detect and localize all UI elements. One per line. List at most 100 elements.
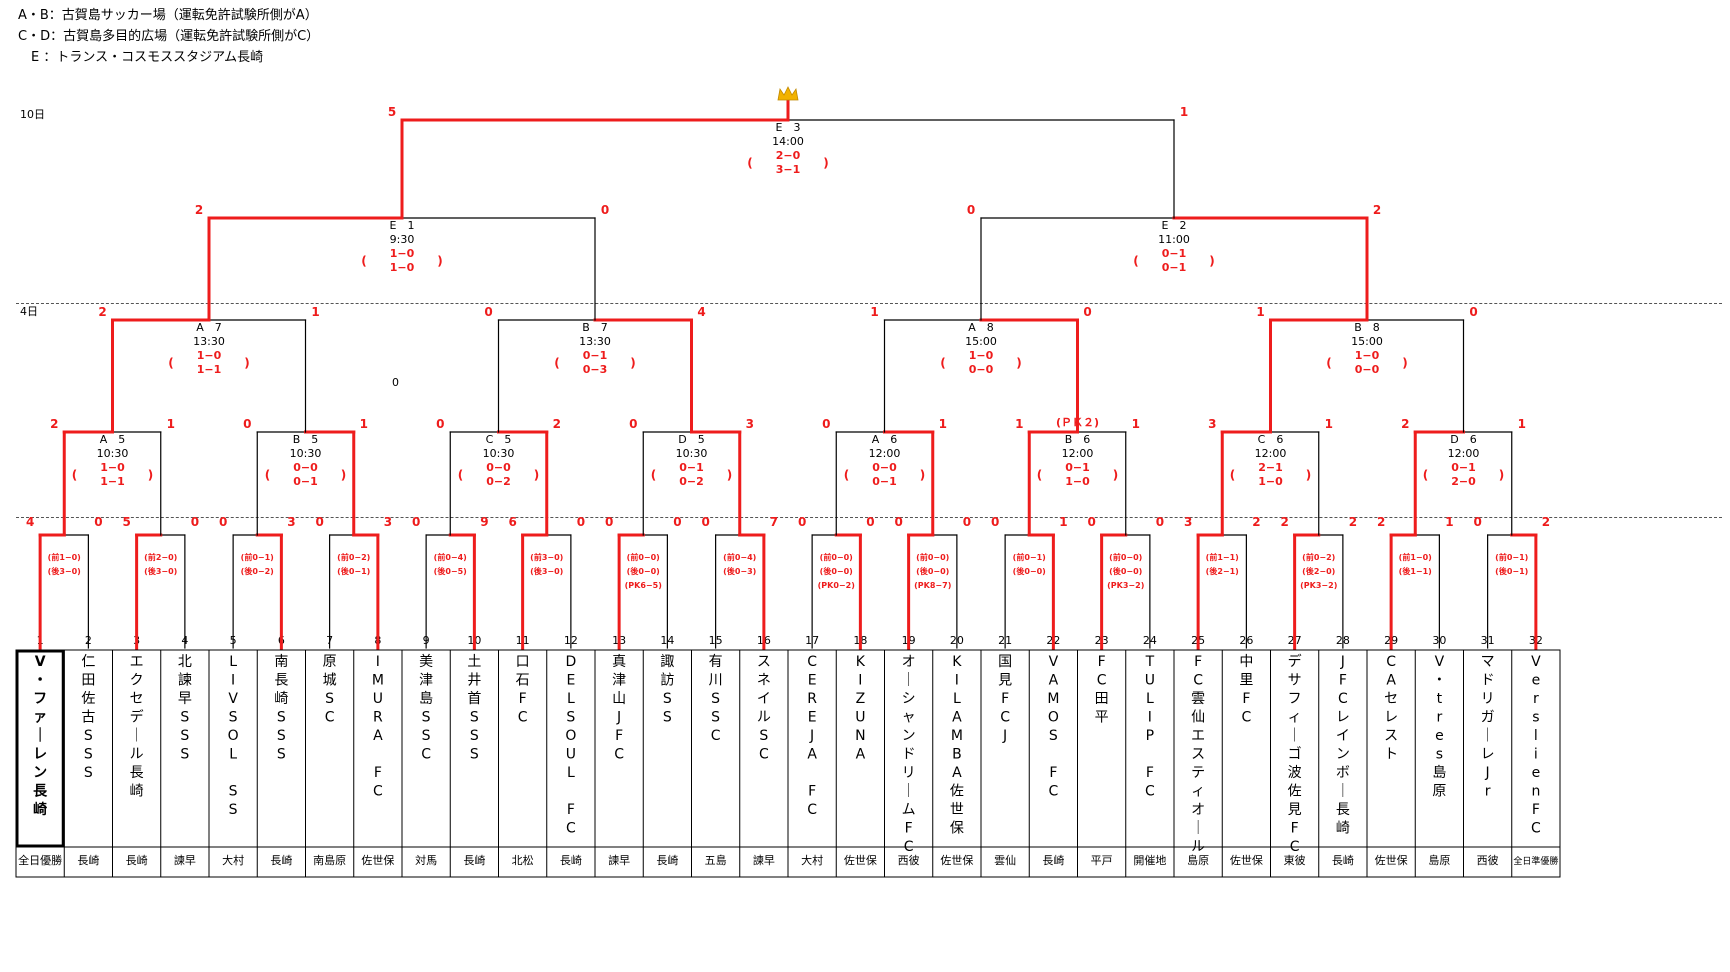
paren-open: ( — [651, 468, 656, 482]
team-name-char: J — [616, 710, 621, 726]
team-name-char: A — [1386, 673, 1396, 689]
match-venue: A 8 — [968, 321, 994, 334]
team-name-char: T — [1145, 654, 1155, 670]
team-name-char: 長 — [130, 765, 144, 781]
score-right: 0 — [1083, 305, 1091, 319]
half-score-second: 1−0 — [1258, 475, 1283, 488]
score-right: 1 — [1518, 417, 1526, 431]
team-name-char: F — [1532, 802, 1540, 818]
team-name-char: ャ — [902, 710, 916, 726]
team-name-char: S — [180, 747, 189, 763]
half-score-first: 2−1 — [1258, 461, 1283, 474]
team-name-char: セ — [1384, 691, 1398, 707]
team-name-char: I — [231, 673, 235, 689]
team-name-char: r — [1533, 691, 1539, 707]
score-left: 0 — [701, 515, 709, 529]
half-score-second: 3−1 — [776, 163, 801, 176]
team-name-char: S — [84, 747, 93, 763]
half-score: (後0−3) — [723, 566, 756, 576]
half-score: (後2−1) — [1206, 566, 1239, 576]
team-name-char: ゴ — [1288, 746, 1302, 763]
paren-open: ( — [747, 156, 752, 170]
team-name-char: 佐 — [1288, 784, 1302, 800]
team-name-char: 田 — [81, 673, 95, 689]
paren-open: ( — [554, 356, 559, 370]
half-score: (後0−2) — [241, 566, 274, 576]
team-name-char: エ — [130, 654, 144, 670]
paren-close: ) — [1306, 468, 1311, 482]
team-region: 西彼 — [898, 854, 920, 867]
team-name-char: S — [470, 728, 479, 744]
team-name-char: L — [953, 691, 961, 707]
paren-close: ) — [341, 468, 346, 482]
team-name-char: S — [422, 710, 431, 726]
team-name-char: セ — [130, 691, 144, 707]
paren-close: ) — [630, 356, 635, 370]
half-score-first: 0−0 — [486, 461, 511, 474]
half-score: (前0−4) — [434, 552, 467, 562]
team-name-char: I — [376, 654, 380, 670]
team-name-char: M — [1047, 691, 1059, 707]
crown-shape — [777, 86, 799, 101]
half-score: (後0−1) — [337, 566, 370, 576]
team-name-char: C — [373, 784, 383, 800]
team-name-char: t — [1437, 691, 1443, 707]
score-right: 1 — [311, 305, 319, 319]
team-name-char: ル — [1191, 839, 1205, 855]
team-name-char: J — [809, 728, 814, 744]
team-name-char: S — [84, 728, 93, 744]
team-region: 長崎 — [463, 853, 485, 867]
team-region: 長崎 — [77, 853, 99, 867]
day-divider — [16, 303, 1722, 304]
paren-close: ) — [1113, 468, 1118, 482]
team-name-char: ス — [1191, 747, 1205, 763]
team-region: 佐世保 — [1375, 853, 1408, 867]
match-time: 12:00 — [869, 447, 901, 460]
team-name-char: 真 — [612, 654, 626, 670]
score-right: 1 — [167, 417, 175, 431]
team-name-char: S — [711, 710, 720, 726]
team-name-char: ァ — [33, 710, 47, 726]
team-name-char: A — [952, 710, 962, 726]
team-name-char: e — [1532, 765, 1541, 781]
score-right: 3 — [384, 515, 392, 529]
paren-close: ) — [534, 468, 539, 482]
team-region: 佐世保 — [1230, 853, 1263, 867]
half-score: (後0−0) — [1013, 566, 1046, 576]
team-name-char: M — [372, 673, 384, 689]
team-name-char: 古 — [81, 710, 95, 726]
team-name-char: 里 — [1239, 673, 1253, 689]
half-score: (前0−2) — [1302, 552, 1335, 562]
team-name-char: 崎 — [274, 691, 288, 707]
team-name-char: レ — [33, 747, 47, 763]
paren-open: ( — [1230, 468, 1235, 482]
team-name-char: V — [35, 654, 46, 670]
half-score: (前1−0) — [1399, 552, 1432, 562]
team-name-char: フ — [33, 691, 47, 707]
team-name-char: 見 — [1288, 802, 1302, 818]
team-name-char: S — [566, 710, 575, 726]
team-name-char: ボ — [1336, 765, 1350, 781]
team-name-char: V — [1531, 654, 1541, 670]
half-score-second: 0−2 — [486, 475, 511, 488]
team-name-char: E — [566, 673, 575, 689]
team-name-char: F — [1001, 691, 1009, 707]
half-score: (前0−1) — [1013, 552, 1046, 562]
team-region: 全日準優勝 — [1513, 855, 1558, 867]
team-region: 雲仙 — [994, 854, 1016, 867]
score-left: 0 — [894, 515, 902, 529]
half-score: (前3−0) — [530, 552, 563, 562]
team-name-char: S — [663, 691, 672, 707]
half-score: (後0−0) — [820, 566, 853, 576]
team-name-char: R — [807, 691, 817, 707]
team-name-char: 北 — [178, 654, 192, 670]
team-name-char: E — [808, 710, 817, 726]
half-score: (PK0−2) — [818, 581, 855, 590]
half-score-second: 2−0 — [1451, 475, 1476, 488]
team-name-char: C — [1386, 654, 1396, 670]
score-right: 0 — [191, 515, 199, 529]
team-name-char: C — [1241, 710, 1251, 726]
team-name-char: 川 — [709, 673, 723, 689]
